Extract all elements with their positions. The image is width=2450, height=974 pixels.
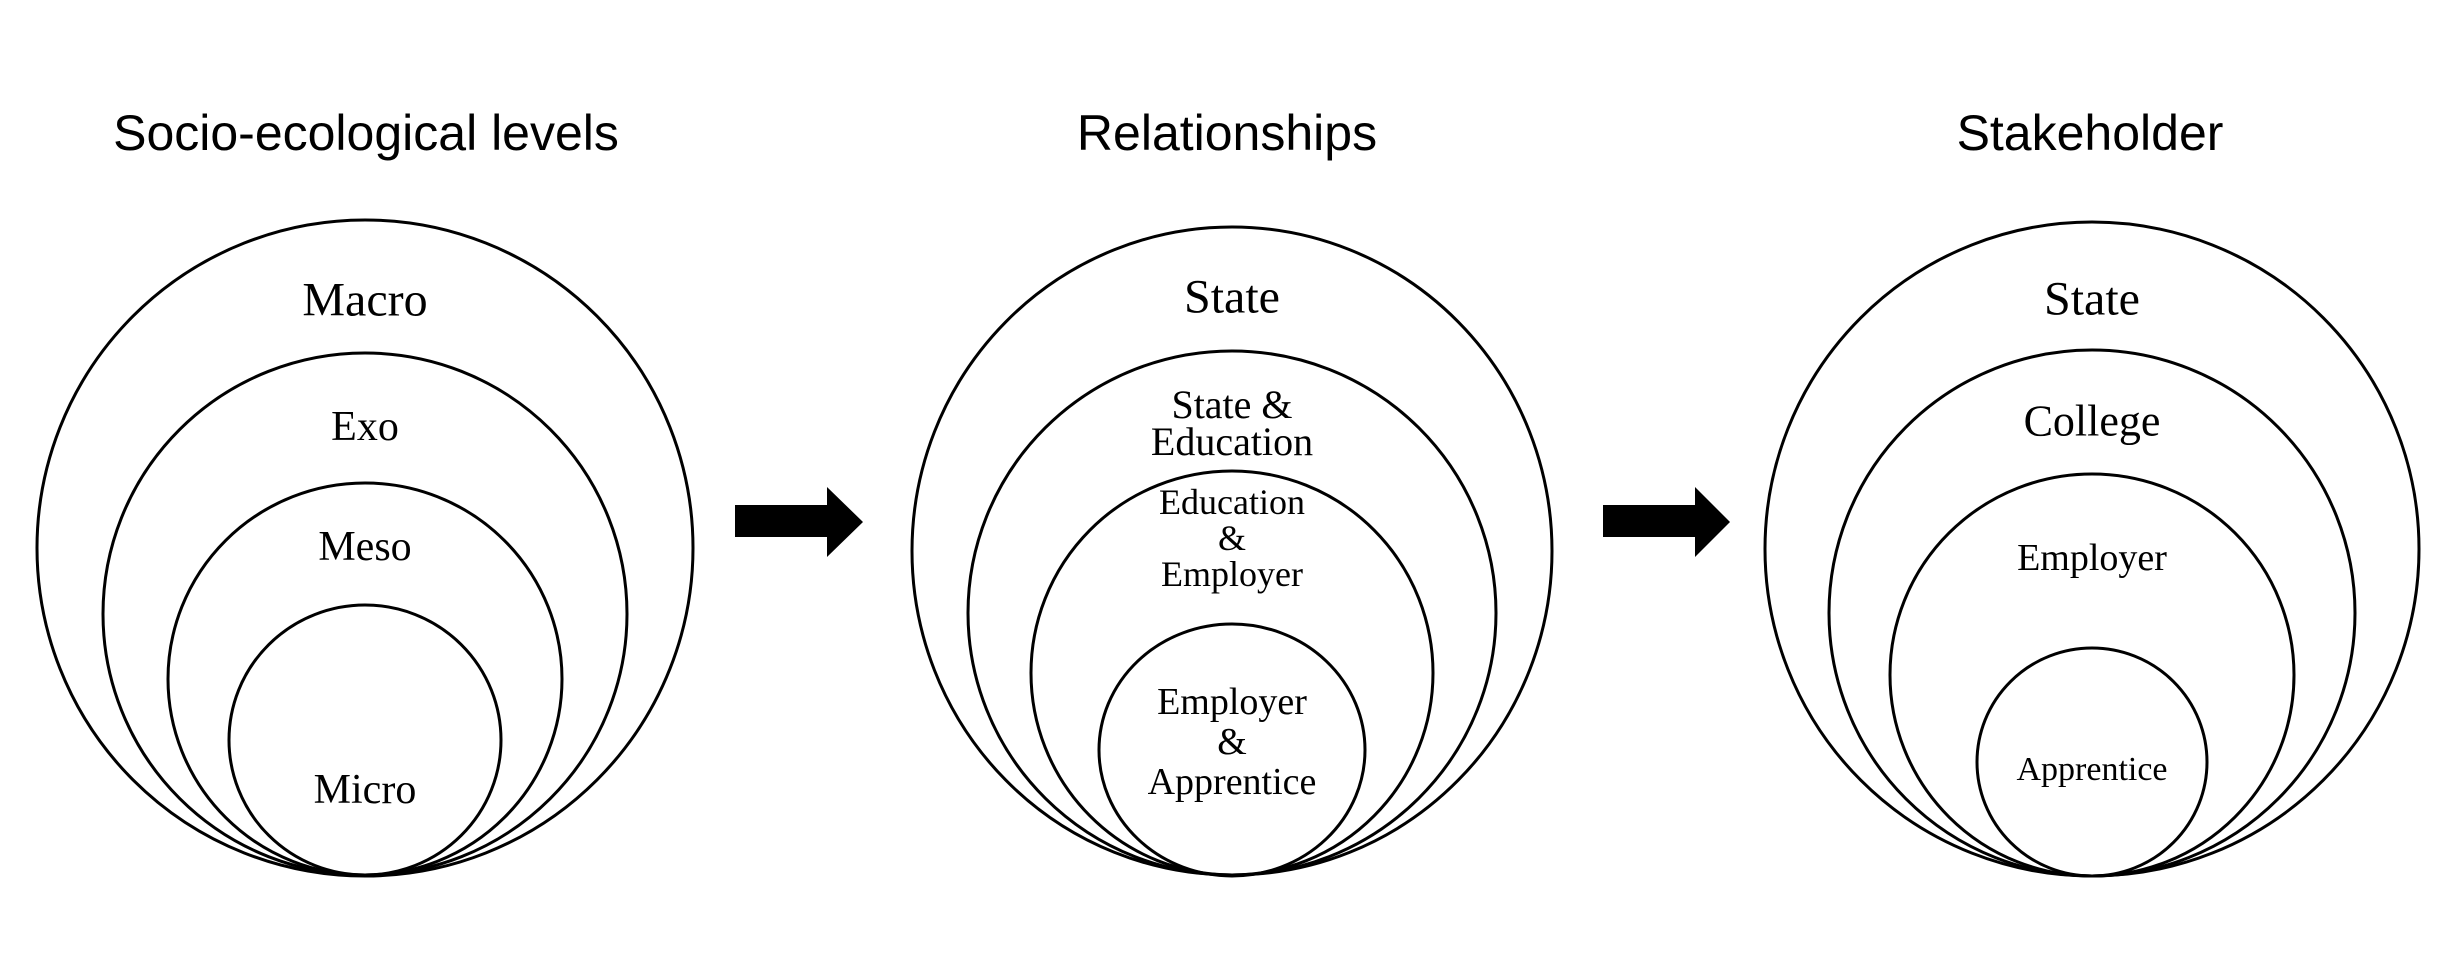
ring-label-line: Education xyxy=(1150,419,1314,464)
ring-label-state-education: State & Education xyxy=(1150,382,1314,464)
ring-label-micro: Micro xyxy=(314,766,417,814)
ring-label-education-employer: Education & Employer xyxy=(1159,484,1305,592)
ring-label-line: Apprentice xyxy=(1147,761,1317,803)
ring-label-line: State & xyxy=(1171,382,1293,427)
ring-micro-circle xyxy=(227,603,503,877)
column-1-rings xyxy=(35,218,695,878)
ring-label-line: Macro xyxy=(302,273,428,327)
ring-label-line: & xyxy=(1217,721,1247,763)
ring-label-line: Employer xyxy=(1157,681,1307,723)
column-3-rings xyxy=(1763,220,2421,878)
ring-label-line: Meso xyxy=(318,524,412,570)
ring-employer-circle xyxy=(1888,472,2296,878)
ring-employer-apprentice-circle xyxy=(1097,622,1367,878)
right-arrow-icon xyxy=(1603,487,1730,557)
ring-label-college: College xyxy=(2024,396,2161,447)
ring-label-line: State xyxy=(1184,270,1280,324)
ring-label-line: Exo xyxy=(331,404,399,450)
ring-label-line: Apprentice xyxy=(2016,751,2168,788)
ring-label-line: Micro xyxy=(313,767,417,813)
ring-label-line: & xyxy=(1217,518,1247,558)
ring-apprentice-circle xyxy=(1975,646,2209,878)
ring-label-line: College xyxy=(2023,396,2161,446)
column-title-socio-ecological-levels: Socio-ecological levels xyxy=(113,105,619,161)
ring-label-exo: Exo xyxy=(331,403,399,451)
ring-label-state: State xyxy=(1184,270,1280,325)
column-title-stakeholder: Stakeholder xyxy=(1956,105,2224,161)
column-2-rings xyxy=(910,225,1554,878)
ring-label-meso: Meso xyxy=(318,523,411,571)
ring-label-apprentice: Apprentice xyxy=(2016,751,2167,789)
ring-label-employer-apprentice: Employer & Apprentice xyxy=(1148,682,1317,802)
right-arrow-icon xyxy=(735,487,863,557)
ring-label-line: Employer xyxy=(1161,554,1303,594)
column-title-relationships: Relationships xyxy=(1076,105,1378,161)
ring-label-employer: Employer xyxy=(2017,536,2167,580)
ring-label-state: State xyxy=(2044,272,2140,327)
ring-label-macro: Macro xyxy=(302,273,427,328)
ring-label-line: Employer xyxy=(2017,537,2167,579)
ring-label-line: State xyxy=(2044,272,2140,326)
ring-label-line: Education xyxy=(1159,482,1305,522)
